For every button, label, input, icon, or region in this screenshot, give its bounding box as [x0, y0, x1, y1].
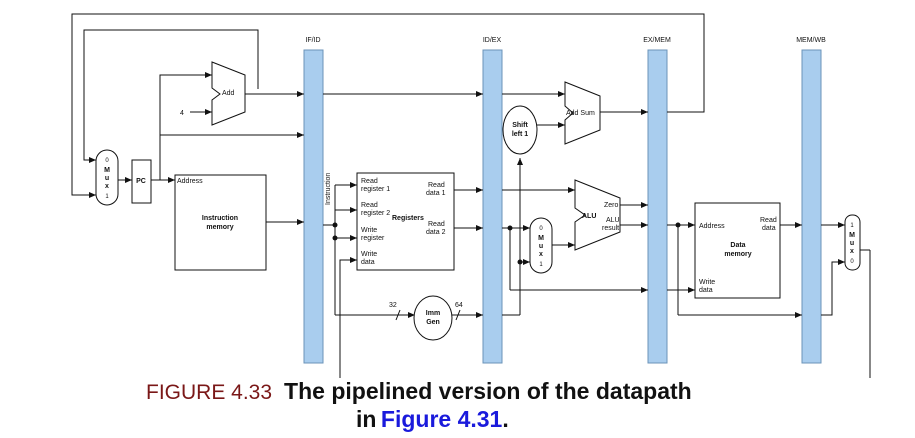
alu-zero: Zero	[604, 202, 619, 209]
wires	[71, 13, 871, 378]
read-register1-line1: Read	[361, 178, 378, 185]
pipeline-register-label: IF/ID	[305, 37, 320, 44]
read-register2-line2: register 2	[361, 210, 390, 217]
pc-adder-label: Add	[222, 90, 235, 97]
dm-write-line2: data	[699, 287, 713, 294]
constant-four: 4	[180, 110, 184, 117]
pipeline-register-mem-wb: MEM/WB	[796, 37, 826, 364]
read-data2-line1: Read	[428, 221, 445, 228]
imm-output-width: 64	[455, 302, 463, 309]
data-memory: Address Read data Data memory Write data	[694, 202, 781, 299]
wb-mux-u: u	[850, 240, 854, 247]
pc-register: PC	[131, 159, 152, 204]
pc-mux: 0 M u x 1	[95, 149, 119, 206]
caption-in: in	[356, 406, 377, 432]
figure-number: FIGURE 4.33	[146, 381, 273, 404]
alu-src-mux: 0 M u x 1	[529, 217, 553, 274]
shift-left-line2: left 1	[512, 131, 528, 138]
instruction-label: Instruction	[325, 173, 332, 205]
pipeline-register-label: ID/EX	[483, 37, 502, 44]
alu: ALU Zero ALU result	[574, 179, 621, 251]
pc-mux-zero: 0	[105, 158, 109, 164]
alu-result-line1: ALU	[606, 217, 620, 224]
wb-mux-zero: 0	[850, 259, 854, 265]
alu-label: ALU	[582, 213, 596, 220]
imm-input-width: 32	[389, 302, 397, 309]
pc-mux-m: M	[104, 167, 110, 174]
wb-mux-one: 1	[850, 223, 854, 229]
caption-line2: in Figure 4.31.	[356, 406, 509, 433]
imm-gen-line2: Gen	[426, 319, 440, 326]
wb-mux-x: x	[850, 248, 854, 255]
read-data1-line1: Read	[428, 182, 445, 189]
registers-label: Registers	[392, 215, 424, 222]
read-data2-line2: data 2	[426, 229, 446, 236]
pipeline-register-label: EX/MEM	[643, 37, 671, 44]
address-label: Address	[177, 178, 203, 185]
imm-gen-line1: Imm	[426, 310, 440, 317]
writeback-mux: 1 M u x 0	[844, 214, 861, 271]
dm-line1: Data	[730, 242, 745, 249]
pc-adder: Add	[211, 61, 246, 126]
wb-mux-m: M	[849, 232, 855, 239]
pc-mux-one: 1	[105, 194, 109, 200]
dm-read-line1: Read	[760, 217, 777, 224]
alu-result-line2: result	[602, 225, 619, 232]
pipeline-register-id-ex: ID/EX	[482, 37, 503, 364]
shift-left-line1: Shift	[512, 122, 528, 129]
instruction-memory-line1: Instruction	[202, 215, 238, 222]
dm-read-line2: data	[762, 225, 776, 232]
figure-reference-link[interactable]: Figure 4.31	[380, 406, 503, 432]
write-register-line1: Write	[361, 227, 377, 234]
alu-mux-u: u	[539, 243, 543, 250]
figure-title: The pipelined version of the datapath	[284, 378, 692, 404]
pipeline-register-label: MEM/WB	[796, 37, 826, 44]
branch-adder-label: Add Sum	[566, 110, 595, 117]
alu-mux-m: M	[538, 235, 544, 242]
alu-mux-zero: 0	[539, 226, 543, 232]
pc-label: PC	[136, 178, 146, 185]
caption-line1: FIGURE 4.33 The pipelined version of the …	[146, 378, 692, 405]
pipeline-register-if-id: IF/ID	[303, 37, 324, 364]
dm-line2: memory	[724, 251, 751, 258]
junction-dots	[332, 222, 681, 265]
register-file: Read register 1 Read register 2 Write re…	[356, 172, 455, 271]
write-register-line2: register	[361, 235, 385, 242]
pc-mux-x: x	[105, 183, 109, 190]
pipeline-register-ex-mem: EX/MEM	[643, 37, 671, 364]
write-data-line2: data	[361, 259, 375, 266]
shift-left: Shift left 1	[502, 105, 538, 155]
imm-gen: Imm Gen 32 64	[389, 295, 463, 341]
dm-address-label: Address	[699, 223, 725, 230]
read-register1-line2: register 1	[361, 186, 390, 193]
caption-period: .	[502, 406, 509, 432]
datapath-diagram: IF/ID ID/EX EX/MEM MEM/WB	[71, 13, 871, 378]
read-data1-line2: data 1	[426, 190, 446, 197]
read-register2-line1: Read	[361, 202, 378, 209]
dm-write-line1: Write	[699, 279, 715, 286]
write-data-line1: Write	[361, 251, 377, 258]
instruction-memory-line2: memory	[206, 224, 233, 231]
instruction-memory: Address Instruction memory	[174, 174, 267, 271]
pc-mux-u: u	[105, 175, 109, 182]
alu-mux-one: 1	[539, 262, 543, 268]
alu-mux-x: x	[539, 251, 543, 258]
branch-adder: Add Sum	[564, 81, 601, 145]
